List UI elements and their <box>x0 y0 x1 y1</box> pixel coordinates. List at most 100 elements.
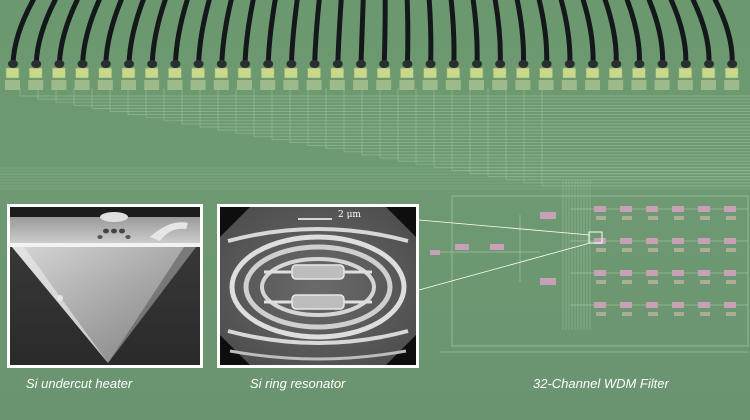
ring-filter-channel <box>672 302 684 308</box>
heater-metal-top <box>100 212 128 222</box>
bond-ball <box>124 60 134 68</box>
splitter-stage <box>490 244 504 250</box>
caption-wdm-filter: 32-Channel WDM Filter <box>533 376 669 391</box>
bond-pad <box>283 80 299 90</box>
bond-pad <box>678 67 693 79</box>
callout-line-lower <box>418 242 591 291</box>
ring-filter-channel <box>724 270 736 276</box>
bond-pad <box>492 80 508 90</box>
bond-pad <box>446 67 461 79</box>
ring-heater-lower <box>291 294 345 310</box>
bond-ball <box>611 60 622 68</box>
bond-wire <box>196 0 212 67</box>
ring-heater-pad <box>648 248 658 252</box>
bond-ball <box>263 60 274 68</box>
bond-pad <box>75 67 89 79</box>
ring-heater-pad <box>726 280 736 284</box>
bond-ball <box>704 60 714 68</box>
ring-heater-upper <box>291 264 345 280</box>
bond-ball <box>402 60 413 68</box>
bond-ball <box>356 60 366 68</box>
bond-pad <box>28 67 43 79</box>
ring-highlight-box <box>588 231 603 244</box>
bond-pad <box>330 67 345 79</box>
metal-traces <box>0 88 750 190</box>
bond-ball <box>332 60 343 68</box>
bond-pad <box>260 67 275 79</box>
bond-pad <box>190 80 206 90</box>
ring-heater-pad <box>648 312 658 316</box>
ring-heater-pad <box>674 248 684 252</box>
bond-wire <box>602 0 619 67</box>
bond-pad <box>654 80 670 90</box>
ring-filter-channel <box>646 302 658 308</box>
ring-filter-channel <box>698 238 710 244</box>
bond-wire <box>56 0 80 67</box>
bond-pads <box>5 67 740 90</box>
bond-pad <box>400 67 414 79</box>
bond-ball <box>495 60 506 68</box>
bond-pad <box>214 67 229 79</box>
bond-wire <box>492 0 503 67</box>
bond-ball <box>518 60 529 68</box>
ring-filter-channel <box>672 238 684 244</box>
bond-wires <box>8 0 738 68</box>
ring-heater-pad <box>674 280 684 284</box>
ring-heater-pad <box>674 216 684 220</box>
bond-ball <box>193 60 204 68</box>
bond-ball <box>31 60 42 68</box>
bond-pad <box>144 67 159 79</box>
ring-heater-pad <box>596 280 606 284</box>
bond-wire <box>514 0 527 67</box>
ring-filter-channel <box>594 238 606 244</box>
bond-ball <box>54 60 65 68</box>
bond-pad <box>353 67 368 79</box>
bond-ball <box>8 60 18 68</box>
bond-pad <box>5 80 20 90</box>
bond-pad <box>167 80 183 90</box>
ring-filter-channel <box>672 206 684 212</box>
bond-wire <box>448 0 457 67</box>
ring-filter-channel <box>594 270 606 276</box>
ring-heater-pad <box>726 248 736 252</box>
bond-pad <box>701 80 716 90</box>
bond-wire <box>80 0 102 67</box>
bond-wire <box>712 0 735 67</box>
ring-filter-channel <box>620 302 632 308</box>
bond-wire <box>404 0 411 67</box>
bond-wire <box>558 0 573 67</box>
heater-cross-section-image <box>10 207 200 365</box>
ring-filter-channel <box>594 302 606 308</box>
bond-pad <box>213 80 229 90</box>
bond-pad <box>121 67 136 79</box>
bond-wire <box>624 0 642 67</box>
bond-pad <box>724 80 740 90</box>
bond-ball <box>286 60 297 68</box>
ring-filter-channel <box>724 302 736 308</box>
bond-ball <box>100 60 111 68</box>
ring-filter-channel <box>646 270 658 276</box>
splitter-stage <box>540 212 556 219</box>
bond-wire <box>335 0 344 67</box>
bond-pad <box>52 67 66 79</box>
bond-wire <box>33 0 58 67</box>
ring-filter-channel <box>698 270 710 276</box>
caption-undercut-heater: Si undercut heater <box>26 376 133 391</box>
scale-bar-label: 2 μm <box>338 210 361 220</box>
bond-wire <box>288 0 300 67</box>
bond-ball <box>634 60 645 68</box>
ring-heater-pad <box>648 280 658 284</box>
bond-wire <box>149 0 168 67</box>
bond-ball <box>170 60 181 68</box>
bond-pad <box>701 67 716 79</box>
bond-pad <box>191 67 205 79</box>
bond-ball <box>379 60 390 68</box>
sem-inset-undercut-heater <box>7 204 203 368</box>
bond-wire <box>470 0 480 67</box>
bond-ball <box>147 60 158 68</box>
caption-ring-resonator: Si ring resonator <box>250 376 346 391</box>
ring-heater-pad <box>700 248 710 252</box>
ring-filter-channel <box>646 238 658 244</box>
bond-pad <box>631 80 647 90</box>
